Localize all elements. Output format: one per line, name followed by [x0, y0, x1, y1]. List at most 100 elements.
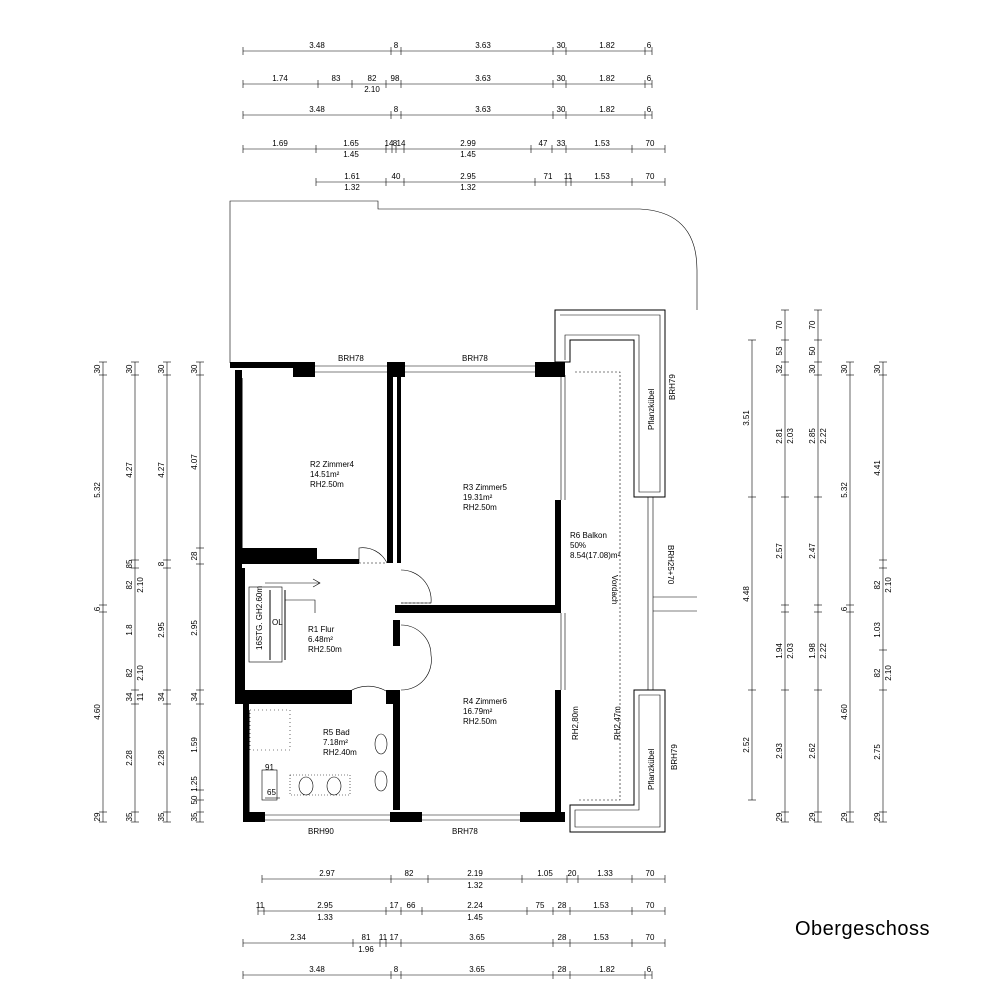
dim-left-2-i: 34 — [125, 692, 134, 701]
dim-top-3-f: 6 — [647, 105, 652, 114]
dim-top-5-a2: 1.32 — [344, 183, 360, 192]
dim-right-2-h: 2.03 — [786, 643, 795, 659]
dim-top-2-a: 1.74 — [272, 74, 288, 83]
dim-left-4-f: 1.59 — [190, 737, 199, 753]
r2-height: RH2.50m — [310, 480, 344, 489]
dim-top-3-b: 8 — [394, 105, 399, 114]
dim-right-5-a: 30 — [873, 364, 882, 373]
dim-top-2-f: 30 — [557, 74, 566, 83]
dim-top-4-g: 47 — [539, 139, 548, 148]
bottom-dimension-lines: 2.97 82 2.19 1.32 1.05 20 1.33 70 11 2.9… — [242, 869, 666, 979]
dim-top-2-g: 1.82 — [599, 74, 615, 83]
room-labels: R2 Zimmer4 14.51m² RH2.50m R3 Zimmer5 19… — [308, 460, 621, 757]
r6-name: R6 Balkon — [570, 531, 607, 540]
r3-height: RH2.50m — [463, 503, 497, 512]
dim-left-3-g: 35 — [157, 812, 166, 821]
dim-top-5-d: 71 — [544, 172, 553, 181]
r4-height: RH2.50m — [463, 717, 497, 726]
label-brh79-upper: BRH79 — [668, 374, 677, 400]
dim-top-4-a: 1.69 — [272, 139, 288, 148]
dim-right-5-h: 2.75 — [873, 744, 882, 760]
dim-left-4-e: 34 — [190, 692, 199, 701]
dim-top-2-d: 98 — [391, 74, 400, 83]
stair — [248, 578, 321, 663]
walls — [230, 362, 566, 822]
label-brh78-top-right: BRH78 — [462, 354, 488, 363]
dim-top-3-e: 1.82 — [599, 105, 615, 114]
dim-top-1-f: 6 — [647, 41, 652, 50]
r4-name: R4 Zimmer6 — [463, 697, 508, 706]
dim-top-1-c: 3.63 — [475, 41, 491, 50]
dim-right-2-c: 32 — [775, 364, 784, 373]
left-dimension-lines: 30 5.32 6 4.60 29 30 4.27 85 82 2.10 1.8… — [93, 361, 204, 823]
dim-right-5-d: 2.10 — [884, 577, 893, 593]
dim-top-5-c2: 1.32 — [460, 183, 476, 192]
dim-bot-3-b2: 1.96 — [358, 945, 374, 954]
dim-left-1-b: 5.32 — [93, 482, 102, 498]
dim-bot-1-f: 1.33 — [597, 869, 613, 878]
dim-top-4-h: 33 — [557, 139, 566, 148]
r1-area: 6.48m² — [308, 635, 333, 644]
dim-bot-3-b: 81 — [362, 933, 371, 942]
dim-left-3-f: 2.28 — [157, 750, 166, 766]
dim-bot-4-d: 28 — [558, 965, 567, 974]
dim-right-5-f: 82 — [873, 668, 882, 677]
r2-area: 14.51m² — [310, 470, 340, 479]
balcony — [554, 309, 697, 833]
label-brh78-top-left: BRH78 — [338, 354, 364, 363]
dim-right-2-f: 2.57 — [775, 543, 784, 559]
dim-top-5-f: 1.53 — [594, 172, 610, 181]
dim-left-1-e: 29 — [93, 812, 102, 821]
dim-left-2-d: 82 — [125, 580, 134, 589]
label-brh25-70: BRH25+70 — [666, 545, 675, 585]
label-rh247: RH2,47m — [613, 706, 622, 740]
dim-bot-2-b: 2.95 — [317, 901, 333, 910]
dim-top-5-c: 2.95 — [460, 172, 476, 181]
dim-left-2-a: 30 — [125, 364, 134, 373]
dim-top-2-c2: 2.10 — [364, 85, 380, 94]
dim-right-3-d: 2.85 — [808, 428, 817, 444]
dim-top-1-a: 3.48 — [309, 41, 325, 50]
dim-right-5-b: 4.41 — [873, 460, 882, 476]
dim-top-4-b: 1.65 — [343, 139, 359, 148]
dim-top-3-c: 3.63 — [475, 105, 491, 114]
dim-right-2-i: 2.93 — [775, 743, 784, 759]
dim-top-3-d: 30 — [557, 105, 566, 114]
right-dimension-lines: 3.51 4.48 2.52 70 53 32 2.81 2.03 2.57 1… — [742, 309, 893, 823]
dim-left-2-e: 2.10 — [136, 577, 145, 593]
dim-right-3-a: 70 — [808, 320, 817, 329]
dim-left-2-f: 1.8 — [125, 624, 134, 636]
dim-bot-1-e: 20 — [568, 869, 577, 878]
r6-share: 50% — [570, 541, 586, 550]
dim-bot-3-e: 3.65 — [469, 933, 485, 942]
r1-height: RH2.50m — [308, 645, 342, 654]
dim-right-3-b: 50 — [808, 346, 817, 355]
dim-bot-4-e: 1.82 — [599, 965, 615, 974]
dim-bot-2-i: 70 — [646, 901, 655, 910]
dim-right-2-e: 2.03 — [786, 428, 795, 444]
dim-right-2-d: 2.81 — [775, 428, 784, 444]
dim-top-4-d: 8 — [393, 139, 398, 148]
dim-top-1-e: 1.82 — [599, 41, 615, 50]
r6-area: 8.54(17.08)m² — [570, 551, 621, 560]
label-vordach: Vordach — [610, 575, 619, 604]
dim-left-2-l: 35 — [125, 812, 134, 821]
dim-bot-1-c2: 1.32 — [467, 881, 483, 890]
r1-name: R1 Flur — [308, 625, 335, 634]
dim-bot-3-a: 2.34 — [290, 933, 306, 942]
dim-top-3-a: 3.48 — [309, 105, 325, 114]
dim-right-2-b: 53 — [775, 346, 784, 355]
r4-area: 16.79m² — [463, 707, 493, 716]
dim-top-5-a: 1.61 — [344, 172, 360, 181]
dim-bot-1-b: 82 — [405, 869, 414, 878]
dim-top-4-j: 70 — [646, 139, 655, 148]
dim-right-3-c: 30 — [808, 364, 817, 373]
label-65: 65 — [267, 788, 276, 797]
label-ol: OL — [272, 618, 283, 627]
dim-bot-3-g: 1.53 — [593, 933, 609, 942]
dim-right-4-b: 5.32 — [840, 482, 849, 498]
dim-left-3-a: 30 — [157, 364, 166, 373]
dim-bot-1-a: 2.97 — [319, 869, 335, 878]
dim-bot-4-c: 3.65 — [469, 965, 485, 974]
